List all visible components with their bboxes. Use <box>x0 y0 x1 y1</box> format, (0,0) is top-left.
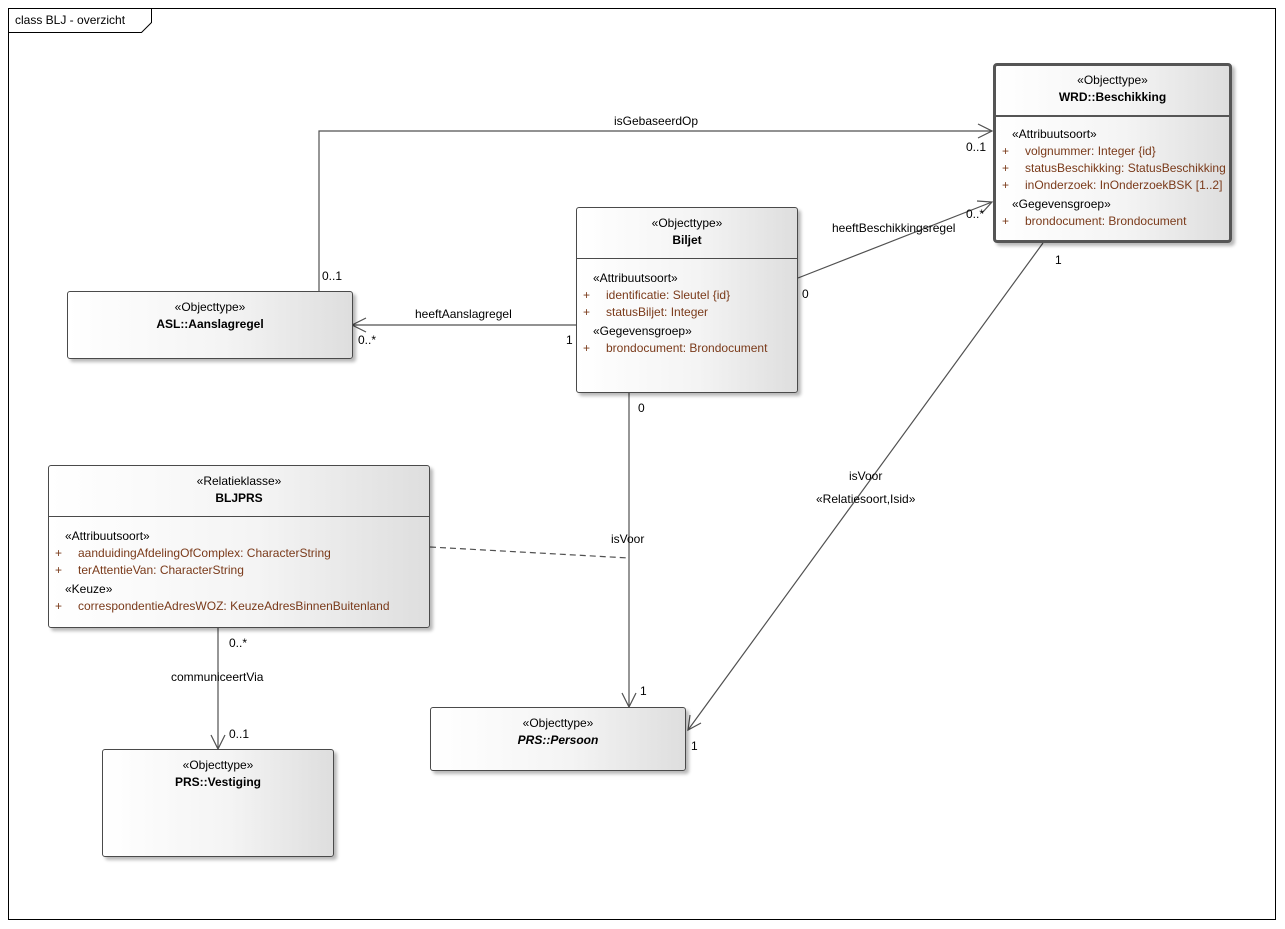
class-biljet[interactable]: «Objecttype» Biljet «Attribuutsoort» +id… <box>576 207 798 393</box>
isvoor-beschikking-line <box>687 242 1044 731</box>
attribute-row: +volgnummer: Integer {id} <box>1002 144 1156 158</box>
class-stereotype: «Objecttype» <box>651 216 723 230</box>
attribute-group-label: «Attribuutsoort» <box>1012 127 1097 141</box>
class-name: ASL::Aanslagregel <box>156 317 264 331</box>
isvoor-biljet-label: isVoor <box>611 532 645 546</box>
isgebaseerdop-target-multiplicity: 0..1 <box>966 140 987 154</box>
attribute-row: +correspondentieAdresWOZ: KeuzeAdresBinn… <box>55 599 390 613</box>
isgebaseerdop-label: isGebaseerdOp <box>614 114 699 128</box>
communiceertvia-target-multiplicity: 0..1 <box>229 727 250 741</box>
attribute-group-label: «Attribuutsoort» <box>593 271 678 285</box>
diagram-title: class BLJ - overzicht <box>15 13 126 27</box>
isvoor-beschikking-label: isVoor <box>849 469 883 483</box>
class-persoon[interactable]: «Objecttype» PRS::Persoon <box>430 707 686 771</box>
attribute-group-label: «Keuze» <box>65 582 113 596</box>
heeftbeschikkingsregel-target-multiplicity: 0..* <box>966 207 985 221</box>
isgebaseerdop-line <box>318 130 992 291</box>
class-name: PRS::Vestiging <box>174 775 261 789</box>
isgebaseerdop-arrow <box>977 123 994 139</box>
attribute-row: +statusBeschikking: StatusBeschikking <box>1002 161 1226 175</box>
class-stereotype: «Relatieklasse» <box>196 474 282 488</box>
attribute-row: +aanduidingAfdelingOfComplex: CharacterS… <box>55 546 331 560</box>
class-beschikking[interactable]: «Objecttype» WRD::Beschikking «Attribuut… <box>993 63 1232 243</box>
attribute-row: +statusBiljet: Integer <box>583 305 709 319</box>
attribute-row: +inOnderzoek: InOnderzoekBSK [1..2] <box>1002 178 1223 192</box>
class-bljprs[interactable]: «Relatieklasse» BLJPRS «Attribuutsoort» … <box>48 465 430 628</box>
class-stereotype: «Objecttype» <box>522 716 594 730</box>
attribute-group-label: «Attribuutsoort» <box>65 529 150 543</box>
class-name: WRD::Beschikking <box>1058 90 1167 104</box>
relatieklasse-dashed-link <box>429 546 630 559</box>
class-stereotype: «Objecttype» <box>1077 73 1148 87</box>
diagram-frame <box>8 8 1276 920</box>
heeftbeschikkingsregel-source-multiplicity: 0 <box>802 287 809 301</box>
isvoor-beschikking-stereotype: «Relatiesoort,Isid» <box>816 492 916 506</box>
class-vestiging[interactable]: «Objecttype» PRS::Vestiging <box>102 749 334 857</box>
heeftbeschikkingsregel-line <box>797 201 993 279</box>
class-aanslagregel[interactable]: «Objecttype» ASL::Aanslagregel <box>67 291 353 359</box>
class-stereotype: «Objecttype» <box>182 758 254 772</box>
isgebaseerdop-source-multiplicity: 0..1 <box>322 269 343 283</box>
class-stereotype: «Objecttype» <box>174 300 246 314</box>
isvoor-biljet-target-multiplicity: 1 <box>640 684 647 698</box>
attribute-group-label: «Gegevensgroep» <box>593 324 692 338</box>
communiceertvia-source-multiplicity: 0..* <box>229 636 248 650</box>
heeftbeschikkingsregel-label: heeftBeschikkingsregel <box>832 221 956 235</box>
isvoor-beschikking-arrow <box>687 714 702 732</box>
heeftaanslagregel-label: heeftAanslagregel <box>415 307 512 321</box>
class-name: BLJPRS <box>215 491 263 505</box>
attribute-group-label: «Gegevensgroep» <box>1012 197 1111 211</box>
frame-title-tab <box>8 8 152 33</box>
heeftbeschikkingsregel-arrow <box>976 200 994 214</box>
heeftaanslagregel-target-multiplicity: 0..* <box>358 333 377 347</box>
attribute-row: +terAttentieVan: CharacterString <box>55 563 244 577</box>
attribute-row: +brondocument: Brondocument <box>583 341 768 355</box>
attribute-row: +identificatie: Sleutel {id} <box>583 288 731 302</box>
isvoor-biljet-source-multiplicity: 0 <box>638 401 645 415</box>
isvoor-beschikking-target-multiplicity: 1 <box>691 739 698 753</box>
class-name: Biljet <box>672 233 702 247</box>
attribute-row: +brondocument: Brondocument <box>1002 214 1187 228</box>
heeftaanslagregel-source-multiplicity: 1 <box>566 333 573 347</box>
class-name: PRS::Persoon <box>517 733 599 747</box>
isvoor-beschikking-source-multiplicity: 1 <box>1055 253 1062 267</box>
communiceertvia-label: communiceertVia <box>171 670 264 684</box>
